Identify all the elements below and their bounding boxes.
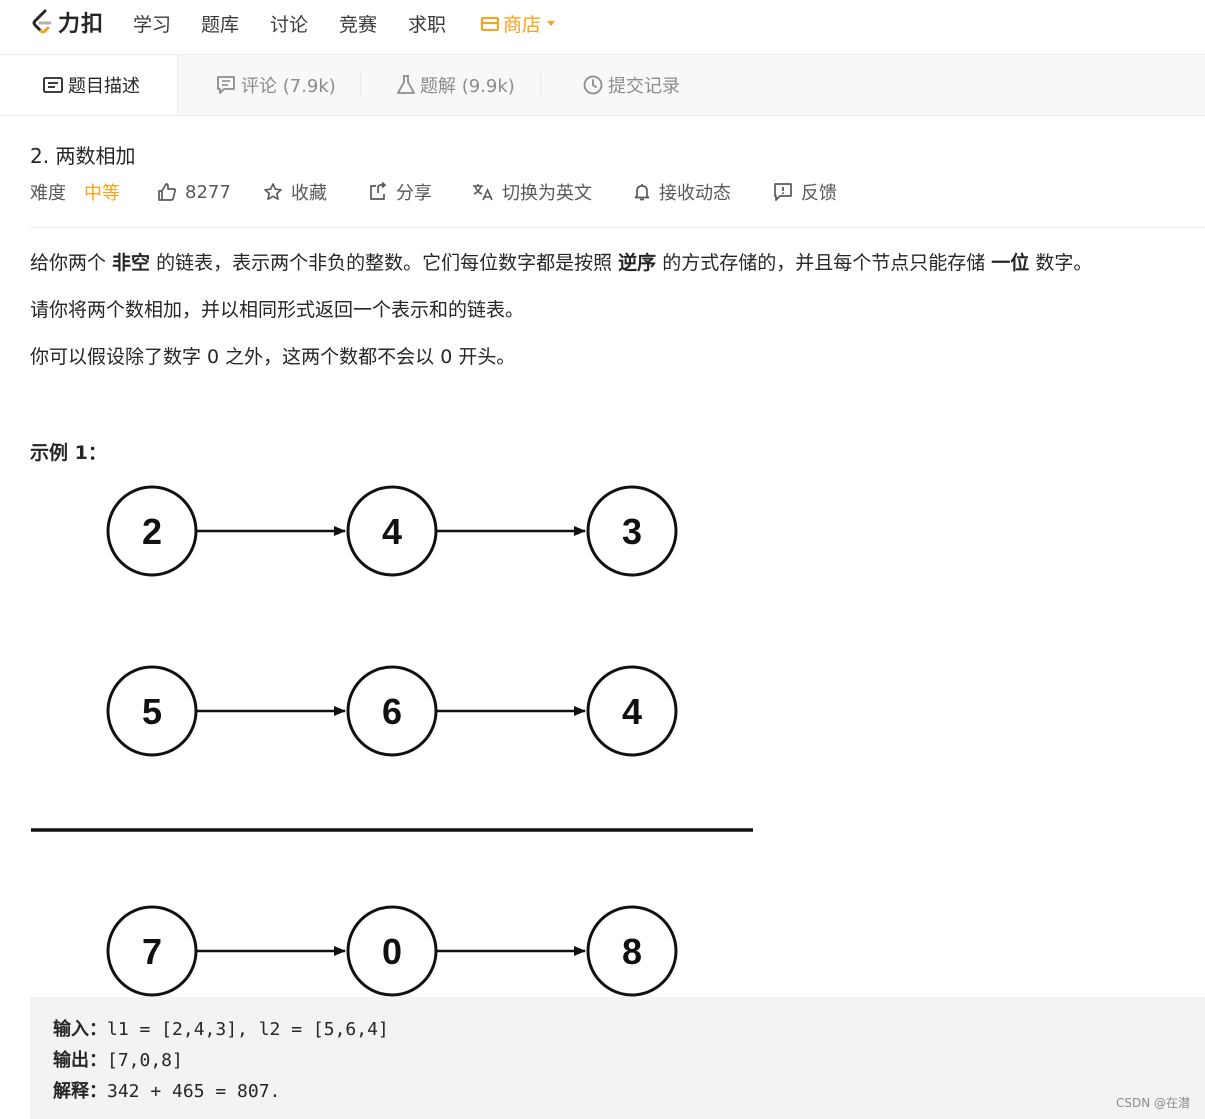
store-icon [481,16,499,31]
section-divider [30,227,1205,228]
tab-comments[interactable]: 评论 (7.9k) [216,55,336,115]
comment-icon [217,76,235,94]
favorite-button[interactable]: 收藏 [263,178,327,206]
list-node-value: 7 [142,931,162,972]
example-title: 示例 1： [30,442,107,464]
output-label: 输出： [53,1050,107,1071]
explain-value: 342 + 465 = 807. [107,1081,281,1102]
difficulty-label: 难度 [30,183,66,204]
switch-language-button[interactable]: 切换为英文 [472,178,592,206]
list-node-value: 5 [142,691,162,732]
tab-submissions[interactable]: 提交记录 [583,55,680,115]
example-input-line: 输入：l1 = [2,4,3], l2 = [5,6,4] [53,1015,389,1041]
example-code-block: 输入：l1 = [2,4,3], l2 = [5,6,4] 输出：[7,0,8]… [30,997,1205,1119]
feedback-label: 反馈 [801,183,837,204]
nav-item-contest[interactable]: 竞赛 [339,14,378,36]
chevron-down-icon [547,21,556,26]
list-node-value: 6 [382,691,402,732]
input-value: l1 = [2,4,3], l2 = [5,6,4] [107,1019,389,1040]
tab-solutions-label: 题解 (9.9k) [420,76,515,97]
description-icon [43,77,63,93]
tab-solutions[interactable]: 题解 (9.9k) [397,55,515,115]
nav-item-discuss[interactable]: 讨论 [270,14,309,36]
nav-item-jobs[interactable]: 求职 [408,14,447,36]
description-paragraph-1: 给你两个 非空 的链表，表示两个非负的整数。它们每位数字都是按照 逆序 的方式存… [30,252,1093,274]
leetcode-logo-icon [32,9,52,34]
problem-title: 2. 两数相加 [30,144,136,168]
clock-icon [583,75,603,95]
like-button[interactable]: 8277 [157,178,231,206]
subscribe-label: 接收动态 [659,183,731,204]
share-icon [370,182,386,200]
output-value: [7,0,8] [107,1050,183,1071]
description-paragraph-3: 你可以假设除了数字 0 之外，这两个数都不会以 0 开头。 [30,346,516,368]
example-output-line: 输出：[7,0,8] [53,1046,183,1072]
difficulty-badge: 中等 [84,183,120,204]
explain-label: 解释： [53,1081,107,1102]
tab-description[interactable]: 题目描述 [0,55,178,115]
input-label: 输入： [53,1019,107,1040]
tab-separator [540,73,541,97]
flask-icon [397,75,415,94]
tab-separator [360,73,361,97]
list-result: 7 0 8 [106,905,678,997]
favorite-label: 收藏 [291,183,327,204]
difficulty: 难度 中等 [30,178,120,206]
translate-icon [473,184,493,201]
nav-item-store[interactable]: 商店 [481,10,556,37]
share-label: 分享 [396,183,432,204]
list-node-value: 4 [622,691,642,732]
list-node-value: 0 [382,931,402,972]
tab-submissions-label: 提交记录 [608,76,680,97]
feedback-button[interactable]: 反馈 [773,178,837,206]
description-paragraph-2: 请你将两个数相加，并以相同形式返回一个表示和的链表。 [30,299,525,321]
watermark: CSDN @在潜 [1115,1096,1190,1110]
list-node-value: 4 [382,511,402,552]
list-l1: 2 4 3 [106,485,678,577]
thumbs-up-icon [158,183,176,201]
switch-language-label: 切换为英文 [502,183,592,204]
logo-text: 力扣 [58,12,105,37]
subscribe-button[interactable]: 接收动态 [633,178,731,206]
problem-tabs: 题目描述 评论 (7.9k) 题解 (9.9k) 提交记录 [0,55,1205,116]
list-node-value: 2 [142,511,162,552]
problem-meta-bar: 难度 中等 8277 收藏 分享 切换为英文 接收动态 [30,178,1205,206]
nav-item-problemset[interactable]: 题库 [201,14,240,36]
feedback-icon [774,183,792,201]
tab-comments-label: 评论 (7.9k) [241,76,336,97]
top-navbar: 力扣 学习 题库 讨论 竞赛 求职 商店 [0,0,1205,55]
linked-list-diagram: 2 4 3 5 6 4 7 0 8 [31,485,753,997]
nav-item-learn[interactable]: 学习 [133,14,172,36]
tab-description-label: 题目描述 [68,76,140,97]
example-explain-line: 解释：342 + 465 = 807. [53,1077,280,1103]
list-node-value: 3 [622,511,642,552]
star-icon [264,183,282,200]
nav-store-label: 商店 [503,14,542,36]
share-button[interactable]: 分享 [368,178,432,206]
like-count: 8277 [185,181,231,203]
leetcode-logo[interactable]: 力扣 [30,7,104,37]
list-l2: 5 6 4 [106,665,678,757]
bell-icon [634,184,650,201]
list-node-value: 8 [622,931,642,972]
